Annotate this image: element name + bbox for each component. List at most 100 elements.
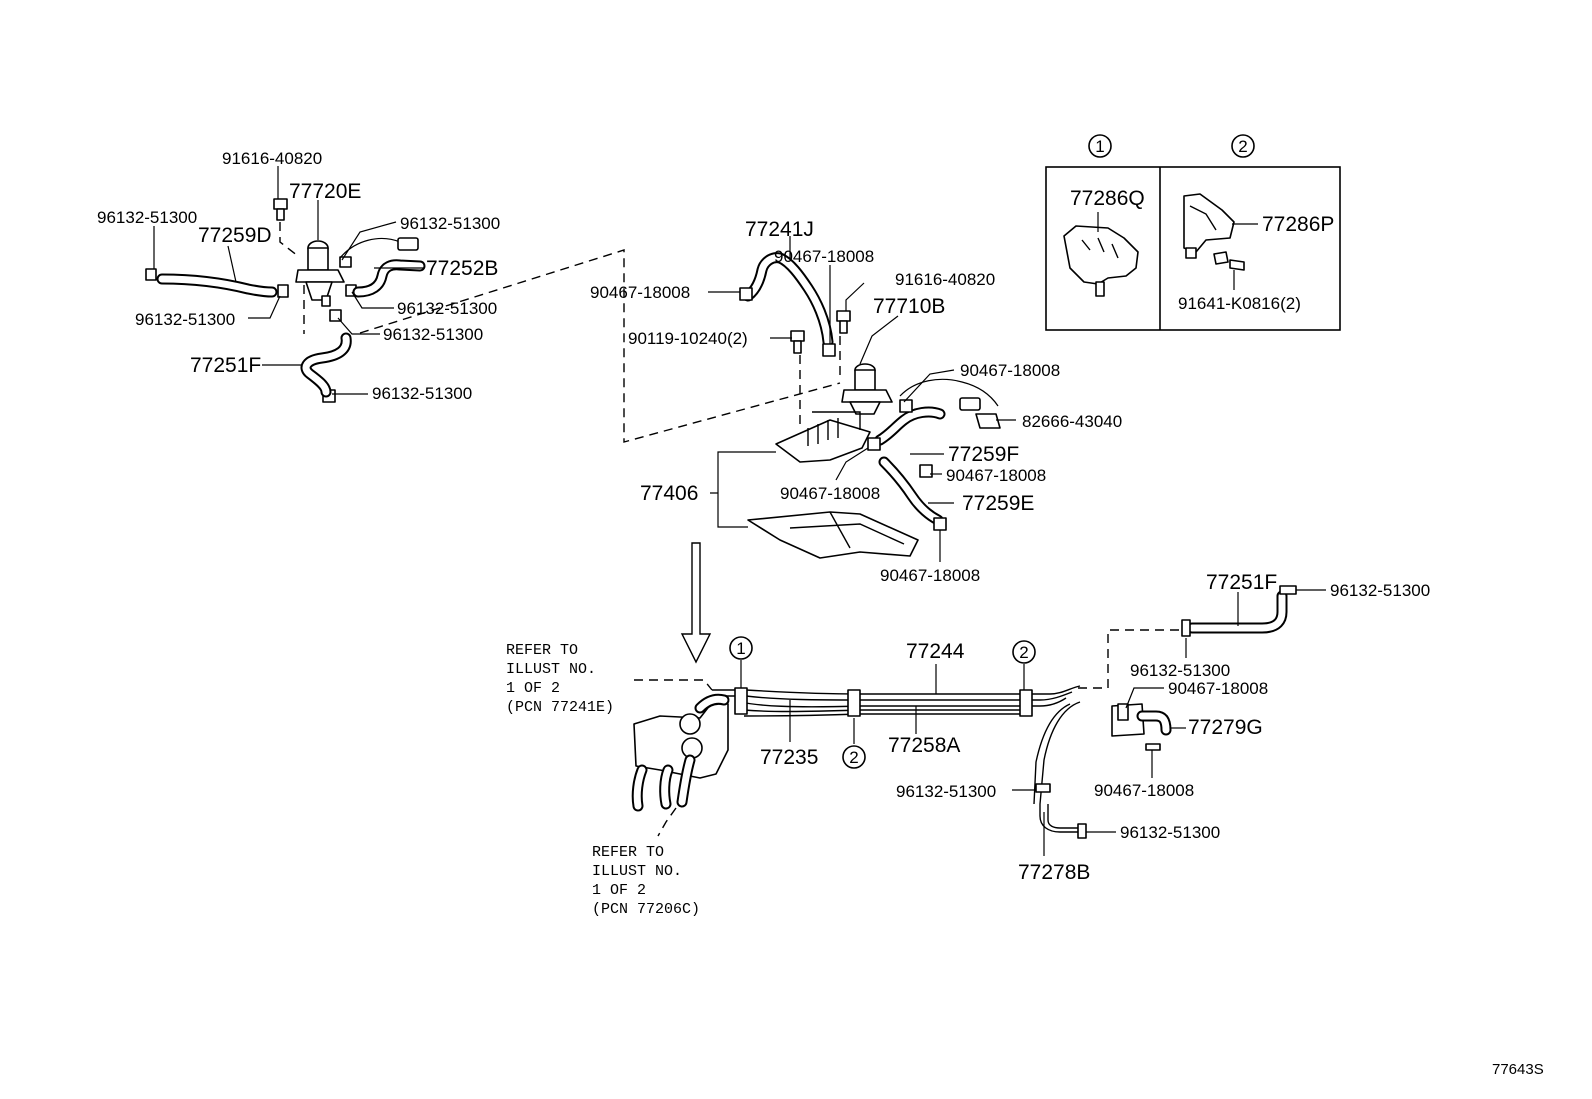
- svg-text:ILLUST NO.: ILLUST NO.: [506, 661, 596, 678]
- part-label: 77259D: [198, 224, 272, 247]
- clamp-icon: [1181, 619, 1191, 637]
- part-label: 77259E: [962, 492, 1034, 515]
- part-label: 77710B: [873, 295, 945, 318]
- tube-down-icon: [1033, 701, 1081, 833]
- part-label: 90467-18008: [1168, 679, 1268, 698]
- clamp-icon: [1145, 743, 1161, 751]
- bracket-upper-icon: [775, 411, 871, 463]
- hose-77251f-icon: [300, 332, 352, 398]
- part-label: 90467-18008: [590, 283, 690, 302]
- svg-text:1: 1: [736, 639, 745, 658]
- part-label: 77406: [640, 482, 698, 505]
- part-label: 96132-51300: [383, 325, 483, 344]
- clamp-icon: [1279, 585, 1297, 595]
- part-label: 96132-51300: [97, 208, 197, 227]
- part-label: 77251F: [190, 354, 261, 377]
- svg-text:2: 2: [1238, 137, 1247, 156]
- callout-1-bundle: 1: [729, 636, 753, 660]
- part-label: 77286P: [1262, 213, 1334, 236]
- clamp-icon: [919, 464, 933, 478]
- part-label: 96132-51300: [400, 214, 500, 233]
- refer-note-pcn-77206c: REFER TO ILLUST NO. 1 OF 2 (PCN 77206C): [592, 844, 700, 918]
- bolt-icon: [1213, 251, 1245, 271]
- assembly-dashed-outline: [359, 249, 841, 443]
- svg-text:REFER TO: REFER TO: [506, 642, 578, 659]
- vsv-valve-icon: [295, 240, 345, 307]
- part-label: 77235: [760, 746, 818, 769]
- part-label: 96132-51300: [135, 310, 235, 329]
- callout-2-header: 2: [1231, 134, 1255, 158]
- part-label: 90467-18008: [960, 361, 1060, 380]
- clamp-icon: [899, 399, 913, 413]
- part-label: 77286Q: [1070, 187, 1145, 210]
- part-label: 77278B: [1018, 861, 1090, 884]
- hose-77259e-icon: [878, 456, 944, 526]
- engine-side-fittings-icon: [631, 693, 730, 812]
- part-label: 77251F: [1206, 571, 1277, 594]
- clamp-icon: [145, 268, 157, 281]
- clamp-icon: [1035, 783, 1051, 793]
- part-label: 96132-51300: [1330, 581, 1430, 600]
- part-label: 90467-18008: [774, 247, 874, 266]
- clamp-77286p-icon: [1183, 193, 1235, 259]
- clamp-icon: [739, 287, 753, 301]
- bolt-icon: [790, 330, 805, 354]
- part-label: 77258A: [888, 734, 960, 757]
- part-label: 96132-51300: [896, 782, 996, 801]
- clamp-icon: [822, 343, 836, 357]
- part-label: 91641-K0816(2): [1178, 294, 1301, 313]
- svg-text:1 OF 2: 1 OF 2: [506, 680, 560, 697]
- part-label: 77244: [906, 640, 965, 663]
- clip-icon: [847, 689, 861, 717]
- direction-arrow-icon: [680, 542, 712, 664]
- part-label: 91616-40820: [222, 149, 322, 168]
- svg-text:ILLUST NO.: ILLUST NO.: [592, 863, 682, 880]
- diagram-code: 77643S: [1492, 1061, 1544, 1078]
- bracket-plate-icon: [747, 511, 919, 559]
- vsv-assembly-top-left: [145, 166, 426, 403]
- hose-77251f-lower-icon: [1186, 590, 1288, 634]
- part-label: 90467-18008: [1094, 781, 1194, 800]
- part-label: 96132-51300: [397, 299, 497, 318]
- part-label: 90119-10240(2): [628, 329, 748, 348]
- clamp-icon: [933, 517, 947, 531]
- part-label: 91616-40820: [895, 270, 995, 289]
- clip-icon: [734, 687, 748, 715]
- part-label: 90467-18008: [780, 484, 880, 503]
- vsv-77710b-icon: [841, 363, 893, 415]
- svg-text:2: 2: [849, 748, 858, 767]
- svg-text:(PCN 77206C): (PCN 77206C): [592, 901, 700, 918]
- callout-1-header: 1: [1088, 134, 1112, 158]
- part-label: 96132-51300: [1130, 661, 1230, 680]
- clamp-icon: [339, 256, 352, 268]
- clamp-icon: [1117, 703, 1129, 721]
- bolt-icon: [836, 310, 851, 334]
- svg-text:1: 1: [1095, 137, 1104, 156]
- callout-2-bundle-right: 2: [1012, 640, 1036, 664]
- hose-77241j-icon: [742, 252, 834, 348]
- clamp-77286q-icon: [1063, 225, 1139, 297]
- callout-2-bundle-lower: 2: [842, 745, 866, 769]
- part-label: 77720E: [289, 180, 361, 203]
- clamp-icon: [867, 437, 881, 451]
- svg-text:REFER TO: REFER TO: [592, 844, 664, 861]
- clamp-icon: [1077, 823, 1087, 839]
- svg-text:2: 2: [1019, 643, 1028, 662]
- part-label: 96132-51300: [372, 384, 472, 403]
- part-label: 77259F: [948, 443, 1019, 466]
- svg-text:(PCN 77241E): (PCN 77241E): [506, 699, 614, 716]
- part-label: 77279G: [1188, 716, 1263, 739]
- canister-bracket-assembly: [708, 236, 1016, 562]
- part-label: 82666-43040: [1022, 412, 1122, 431]
- part-label: 77241J: [745, 218, 814, 241]
- hose-77259f-icon: [874, 406, 946, 446]
- clip-icon: [1019, 689, 1033, 717]
- hose-77252b-icon: [352, 259, 426, 298]
- refer-note-pcn-77241e: REFER TO ILLUST NO. 1 OF 2 (PCN 77241E): [506, 642, 614, 716]
- clamp-icon: [277, 284, 289, 298]
- part-label: 90467-18008: [880, 566, 980, 585]
- clamp-detail-box: [1045, 166, 1341, 331]
- bolt-icon: [273, 198, 288, 221]
- clamp-icon: [329, 309, 342, 322]
